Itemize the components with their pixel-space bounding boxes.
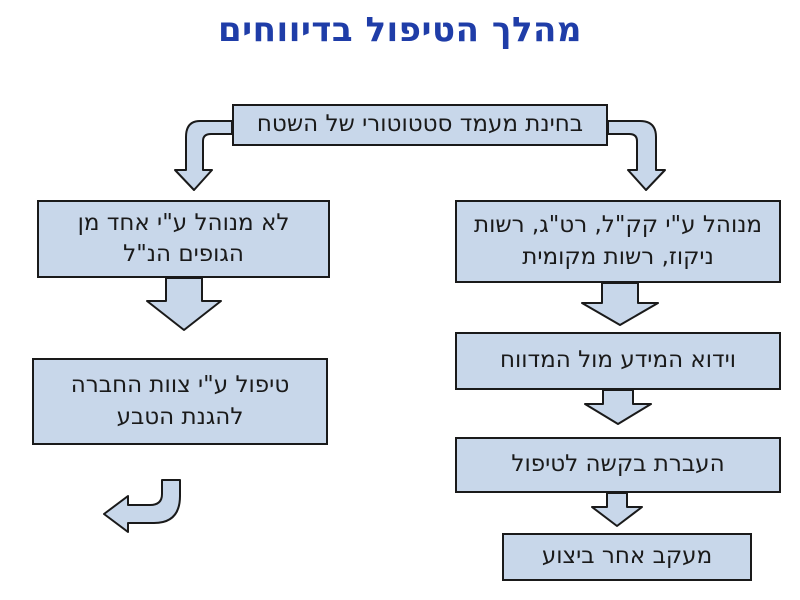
- node-statutory-status-check: בחינת מעמד סטטוטורי של השטח: [232, 104, 608, 146]
- node-verify-info-with-reporter: וידוא המידע מול המדווח: [455, 332, 781, 390]
- node-not-managed-by-bodies: לא מנוהל ע"י אחד מן הגופים הנ"ל: [37, 200, 330, 278]
- right-down-block-arrow-1: [581, 282, 659, 326]
- right-down-block-arrow-3: [591, 492, 643, 527]
- node-managed-by-authorities: מנוהל ע"י קק"ל, רט"ג, רשות ניקוז, רשות מ…: [455, 200, 781, 283]
- node-forward-request: העברת בקשה לטיפול: [455, 437, 781, 493]
- page-title: מהלך הטיפול בדיווחים: [217, 10, 583, 50]
- u-turn-left-arrow: [103, 479, 181, 533]
- node-spni-team-handling: טיפול ע"י צוות החברה להגנת הטבע: [32, 358, 328, 445]
- branch-left-elbow-arrow: [174, 120, 233, 191]
- left-down-block-arrow: [146, 277, 222, 331]
- node-follow-up-execution: מעקב אחר ביצוע: [502, 533, 752, 581]
- branch-right-elbow-arrow: [607, 120, 666, 191]
- right-down-block-arrow-2: [584, 389, 652, 425]
